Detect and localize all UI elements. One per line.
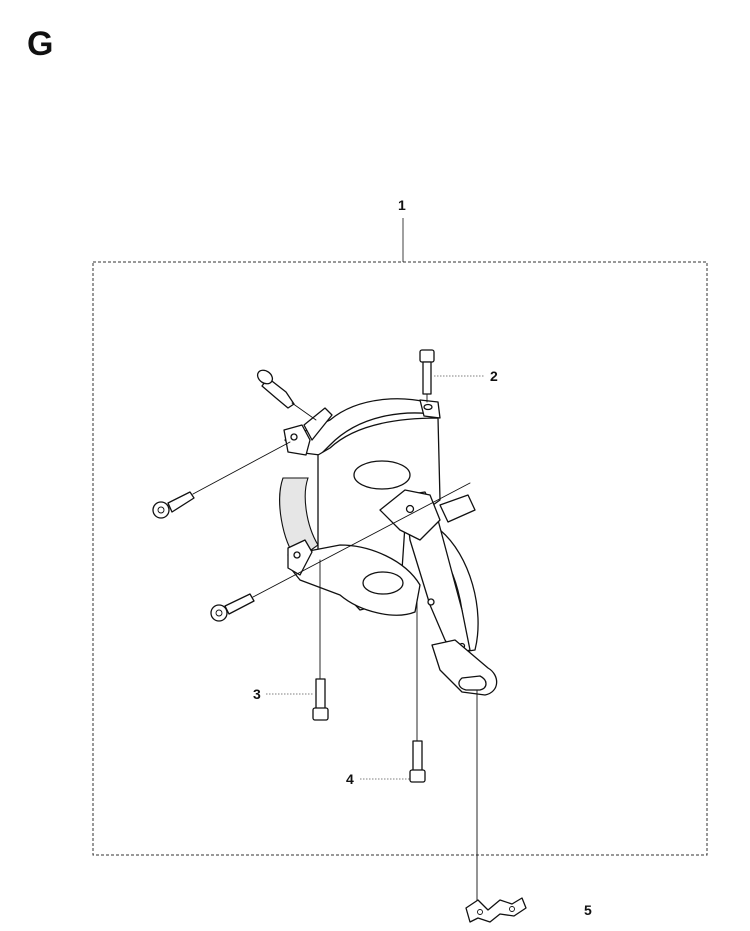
screw-item-3 xyxy=(312,678,329,721)
bracket-upper-left-lug xyxy=(303,407,333,441)
screw-upper-left xyxy=(256,369,295,409)
bracket-bottom-tab-slot xyxy=(458,675,487,691)
bracket-base-plate xyxy=(287,544,421,616)
wing-clip-body xyxy=(465,897,527,923)
screw-left-mid-shank xyxy=(167,491,195,513)
screw-left-low-leader xyxy=(252,482,471,598)
screw-left-low xyxy=(210,593,255,622)
engine-bracket xyxy=(279,398,498,696)
screw-item-4 xyxy=(409,740,426,783)
screw-upper-left-leader xyxy=(291,402,317,421)
bracket-upper-bore xyxy=(353,460,411,490)
screw-left-mid-socket xyxy=(157,506,165,514)
callout-1-label: 1 xyxy=(398,197,406,213)
wing-clip-hole-left xyxy=(477,909,483,915)
screw-item-2-shank xyxy=(422,361,432,395)
screw-left-low-head xyxy=(210,604,228,622)
screw-left-low-shank xyxy=(224,593,255,615)
screw-item-3-head xyxy=(312,707,329,721)
callout-2-label: 2 xyxy=(490,368,498,384)
bracket-left-ear-hole xyxy=(293,551,301,559)
screw-item-2-head xyxy=(419,349,435,363)
bracket-lower-bore xyxy=(362,571,404,595)
screw-upper-left-head xyxy=(256,369,274,385)
callout-4-label: 4 xyxy=(346,771,354,787)
screw-item-4-shank xyxy=(412,740,423,772)
screw-left-low-socket xyxy=(215,609,223,617)
bracket-right-clamp-hole xyxy=(405,504,415,514)
callout-3-label: 3 xyxy=(253,686,261,702)
wing-clip-hole-right xyxy=(509,906,515,912)
wing-clip-item-5 xyxy=(465,897,527,923)
bracket-arm-hole xyxy=(427,598,435,606)
kit-boundary-frame xyxy=(92,261,708,856)
section-letter: G xyxy=(27,25,53,63)
screw-left-mid-head xyxy=(152,501,170,519)
bracket-upper-left-boss xyxy=(283,424,311,456)
screw-item-2 xyxy=(419,349,435,395)
screw-left-mid xyxy=(152,491,195,519)
screw-item-3-shank xyxy=(315,678,326,710)
callout-5-label: 5 xyxy=(584,902,592,918)
bracket-upper-right-hole xyxy=(423,403,433,411)
bracket-right-pin xyxy=(439,494,476,523)
screw-left-mid-leader xyxy=(192,441,291,495)
screw-upper-left-shank xyxy=(261,377,295,409)
screw-item-4-head xyxy=(409,769,426,783)
bracket-upper-left-boss-hole xyxy=(290,433,298,441)
bracket-left-ear xyxy=(287,539,313,576)
